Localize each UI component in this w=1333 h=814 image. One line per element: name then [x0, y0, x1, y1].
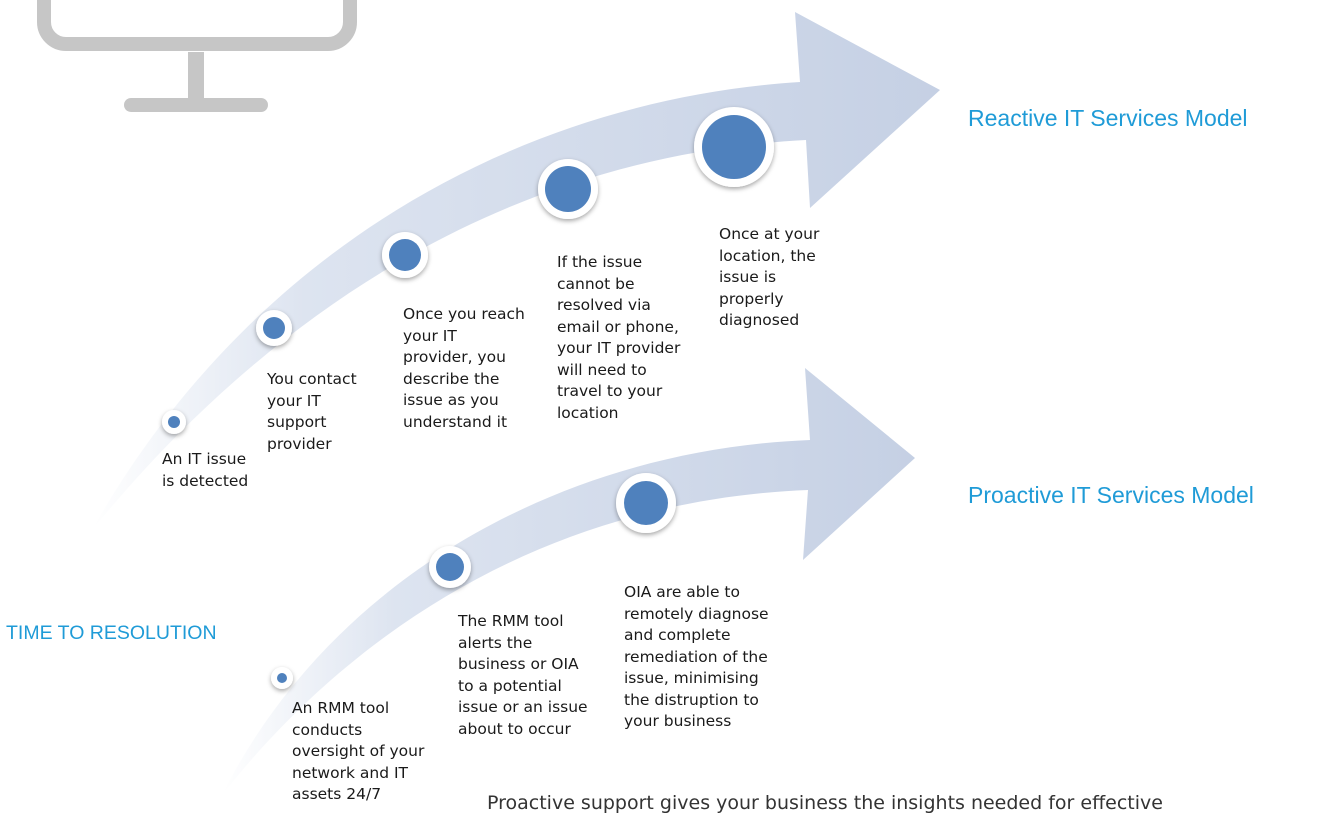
proactive-node-2 [429, 546, 471, 588]
reactive-step-4: If the issue cannot be resolved via emai… [557, 253, 681, 422]
reactive-step-3: Once you reach your IT provider, you des… [403, 305, 525, 431]
proactive-step-1: An RMM tool conducts oversight of your n… [292, 699, 425, 803]
proactive-node-1 [271, 667, 293, 689]
proactive-step-2: The RMM tool alerts the business or OIA … [458, 612, 588, 738]
reactive-node-3 [382, 232, 428, 278]
proactive-arrow [222, 368, 915, 795]
reactive-step-1: An IT issue is detected [162, 450, 249, 490]
proactive-node-3 [616, 473, 676, 533]
footer-text: Proactive support gives your business th… [487, 792, 1163, 814]
reactive-model-title: Reactive IT Services Model [968, 105, 1248, 131]
reactive-step-2: You contact your IT support provider [267, 370, 357, 453]
reactive-node-1 [162, 410, 186, 434]
reactive-node-5 [694, 107, 774, 187]
proactive-model-title: Proactive IT Services Model [968, 482, 1254, 508]
reactive-node-2 [256, 310, 292, 346]
time-to-resolution-label: TIME TO RESOLUTION [6, 622, 217, 644]
reactive-step-5: Once at your location, the issue is prop… [719, 225, 820, 329]
monitor-icon [37, 0, 357, 112]
reactive-node-4 [538, 159, 598, 219]
proactive-step-3: OIA are able to remotely diagnose and co… [624, 583, 769, 730]
